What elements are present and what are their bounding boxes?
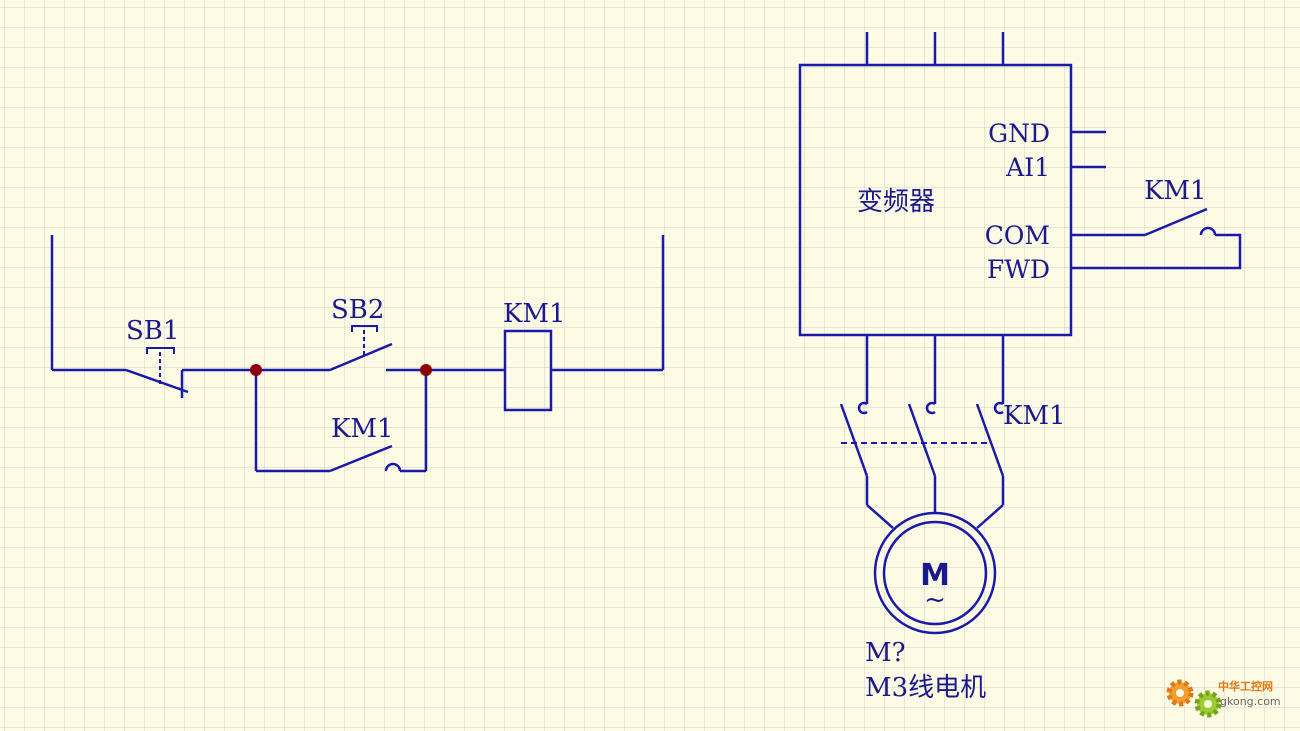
km1-main-contact <box>975 403 1005 477</box>
sb2-switch <box>329 325 393 372</box>
contact-hook <box>925 401 936 415</box>
motor-description: M3线电机 <box>865 673 986 703</box>
km1-inverter-label: KM1 <box>1144 176 1207 206</box>
terminal-gnd: GND <box>988 119 1050 148</box>
control-circuit <box>50 235 665 473</box>
km1-hold-label: KM1 <box>331 414 394 444</box>
contact-hook <box>857 401 868 415</box>
contact-hook <box>993 401 1004 415</box>
junction-dot <box>420 364 432 376</box>
fwd-loop-wire <box>1071 233 1242 270</box>
watermark-en: gkong.com <box>1220 695 1281 708</box>
km1-main-contact <box>839 403 869 477</box>
sb1-label: SB1 <box>126 316 179 346</box>
motor-wire <box>976 504 1004 529</box>
power-circuit <box>839 335 1005 635</box>
sb2-label: SB2 <box>331 295 384 325</box>
km1-hold-contact <box>329 444 402 473</box>
motor-tilde: ~ <box>924 585 946 615</box>
junction-dot <box>250 364 262 376</box>
km1-main-label: KM1 <box>1003 401 1066 431</box>
motor-symbol: M <box>920 558 950 593</box>
motor-wire <box>866 504 894 529</box>
watermark: 中华工控网 gkong.com <box>1166 679 1281 718</box>
sb1-switch <box>125 347 189 398</box>
watermark-cn: 中华工控网 <box>1218 679 1273 693</box>
km1-main-contact <box>907 403 937 477</box>
inverter-title: 变频器 <box>857 187 935 217</box>
km1-inverter-contact <box>1144 207 1217 237</box>
terminal-ai1: AI1 <box>1005 153 1050 182</box>
motor-designator: M? <box>865 638 906 668</box>
motor-inner-circle <box>882 520 988 626</box>
terminal-com: COM <box>985 221 1050 250</box>
terminal-fwd: FWD <box>987 255 1050 284</box>
motor-outer-circle <box>873 511 997 635</box>
gear-icon <box>1166 679 1222 718</box>
km1-coil-label: KM1 <box>503 299 566 329</box>
